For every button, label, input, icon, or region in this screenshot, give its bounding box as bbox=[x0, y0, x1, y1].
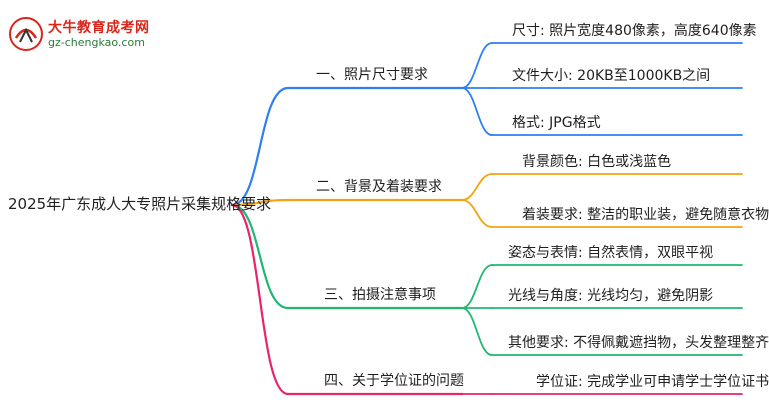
logo-mark-icon bbox=[9, 17, 43, 51]
leaf-label: 格式: JPG格式 bbox=[512, 115, 601, 131]
leaf-label: 其他要求: 不得佩戴遮挡物，头发整理整齐 bbox=[508, 335, 769, 351]
branch-label: 一、照片尺寸要求 bbox=[316, 67, 428, 83]
leaf-label: 尺寸: 照片宽度480像素，高度640像素 bbox=[512, 23, 757, 39]
leaf-connector bbox=[461, 264, 493, 309]
branch-connector bbox=[230, 203, 290, 310]
leaf-label: 文件大小: 20KB至1000KB之间 bbox=[512, 68, 711, 84]
branch-connector bbox=[230, 203, 290, 396]
leaf-connector bbox=[461, 173, 493, 201]
logo-title: 大牛教育成考网 bbox=[48, 20, 150, 36]
leaf-connector bbox=[461, 87, 493, 136]
leaf-connector bbox=[461, 42, 493, 89]
root-topic: 2025年广东成人大专照片采集规格要求 bbox=[8, 195, 272, 213]
branch-connector bbox=[230, 86, 290, 207]
mind-map bbox=[230, 42, 743, 396]
branch-label: 二、背景及着装要求 bbox=[316, 179, 442, 195]
leaf-connector bbox=[461, 199, 493, 228]
leaf-label: 背景颜色: 白色或浅蓝色 bbox=[522, 154, 672, 170]
leaf-label: 着装要求: 整洁的职业装，避免随意衣物 bbox=[522, 207, 769, 223]
leaf-label: 姿态与表情: 自然表情，双眼平视 bbox=[508, 245, 714, 261]
branch-label: 三、拍摄注意事项 bbox=[324, 287, 436, 303]
leaf-connector bbox=[461, 307, 493, 356]
logo-url: gz-chengkao.com bbox=[48, 36, 145, 49]
leaf-label: 光线与角度: 光线均匀，避免阴影 bbox=[508, 288, 714, 304]
leaf-label: 学位证: 完成学业可申请学士学位证书 bbox=[536, 374, 769, 390]
branch-label: 四、关于学位证的问题 bbox=[324, 373, 464, 389]
branch-connector bbox=[230, 198, 290, 207]
site-logo: 大牛教育成考网 gz-chengkao.com bbox=[8, 14, 178, 54]
